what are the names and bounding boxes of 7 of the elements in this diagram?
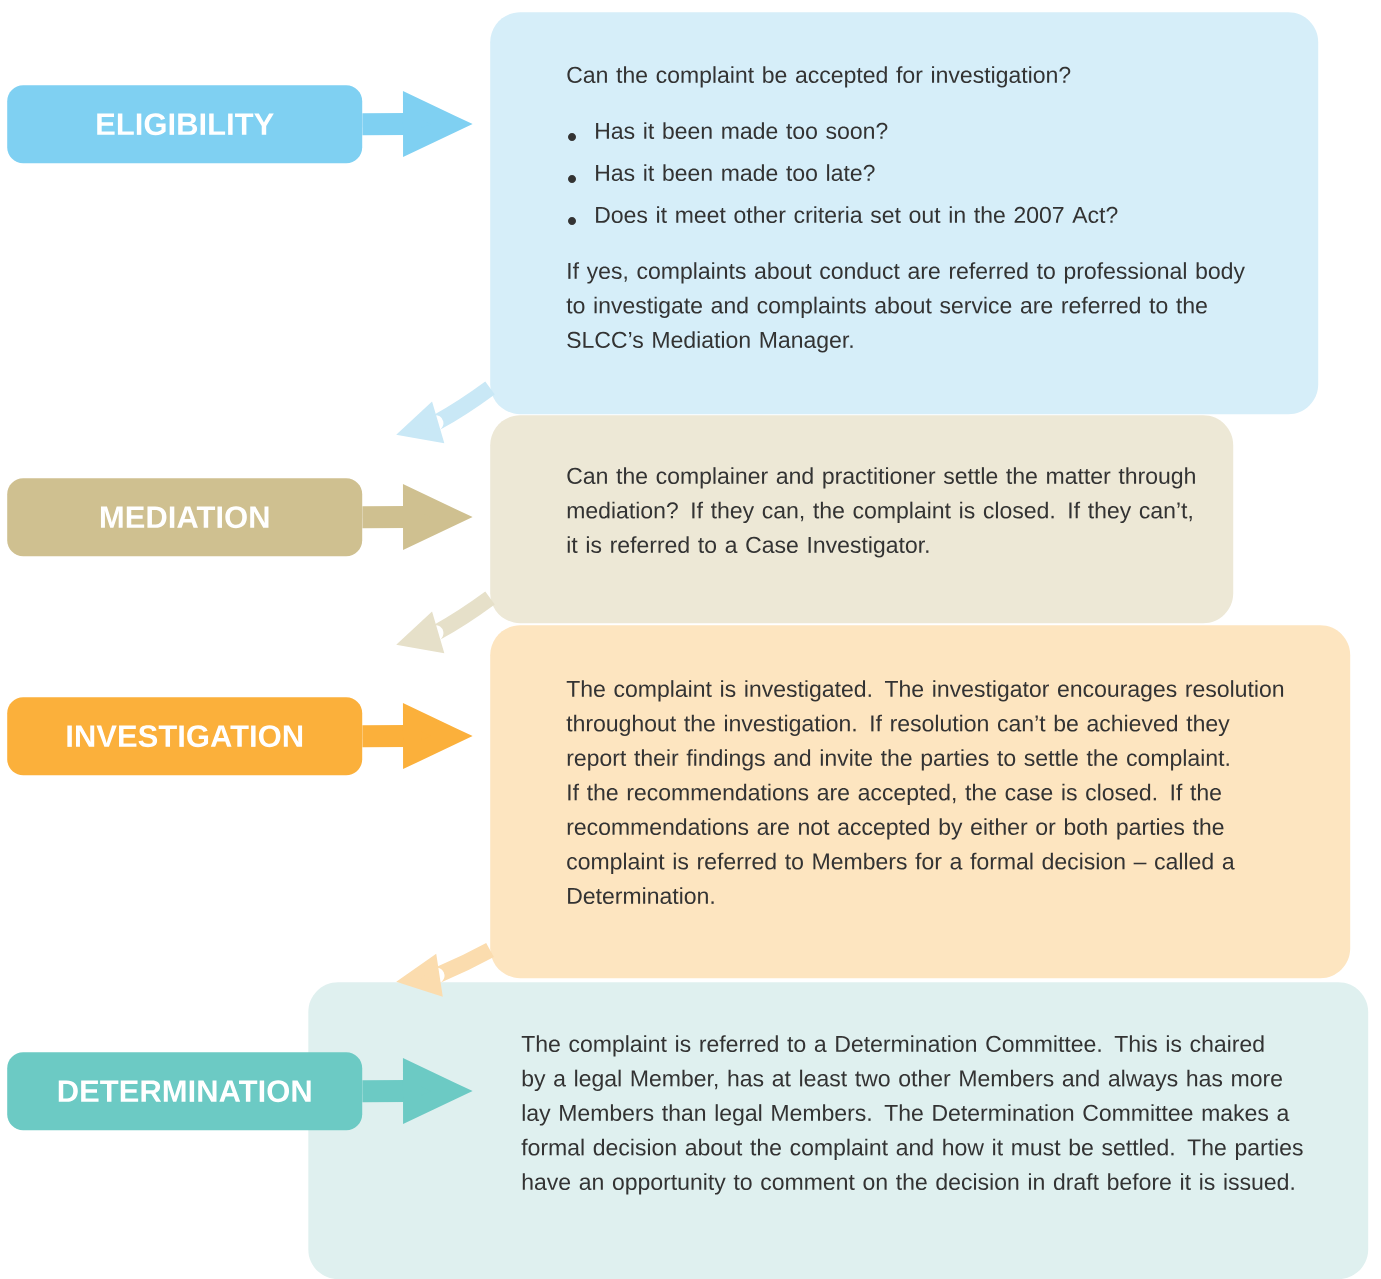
text-box: The complaint is investigated. The investigator encourages resolution throughout the investigation. If resolution can’t be achieved they report their findings and invite the parties to settle the complaint. If the recommendations are accepted, the case is closed. If the recommendations are not accepted by either or both parties the complaint is referred to Members for a formal decision – called a Determination. [490, 625, 1351, 979]
text-box: Can the complainer and practitioner settle the matter through mediation? If they can, the complaint is closed. If they can’t, it is referred to a Case Investigator. [490, 415, 1234, 624]
stage-label: MEDIATION [7, 478, 363, 557]
stage-label: ELIGIBILITY [7, 85, 363, 164]
stage-label: DETERMINATION [7, 1052, 363, 1131]
text-box: Can the complaint be accepted for investigation? Has it been made too soon? Has it been made too late? Does it meet other criteria set out in the 2007 Act? If yes, complaints about conduct are referred to professional body to investigate and complaints about service are referred to the SLCC’s Mediation Manager. [490, 12, 1319, 415]
stage-label: INVESTIGATION [7, 697, 363, 776]
